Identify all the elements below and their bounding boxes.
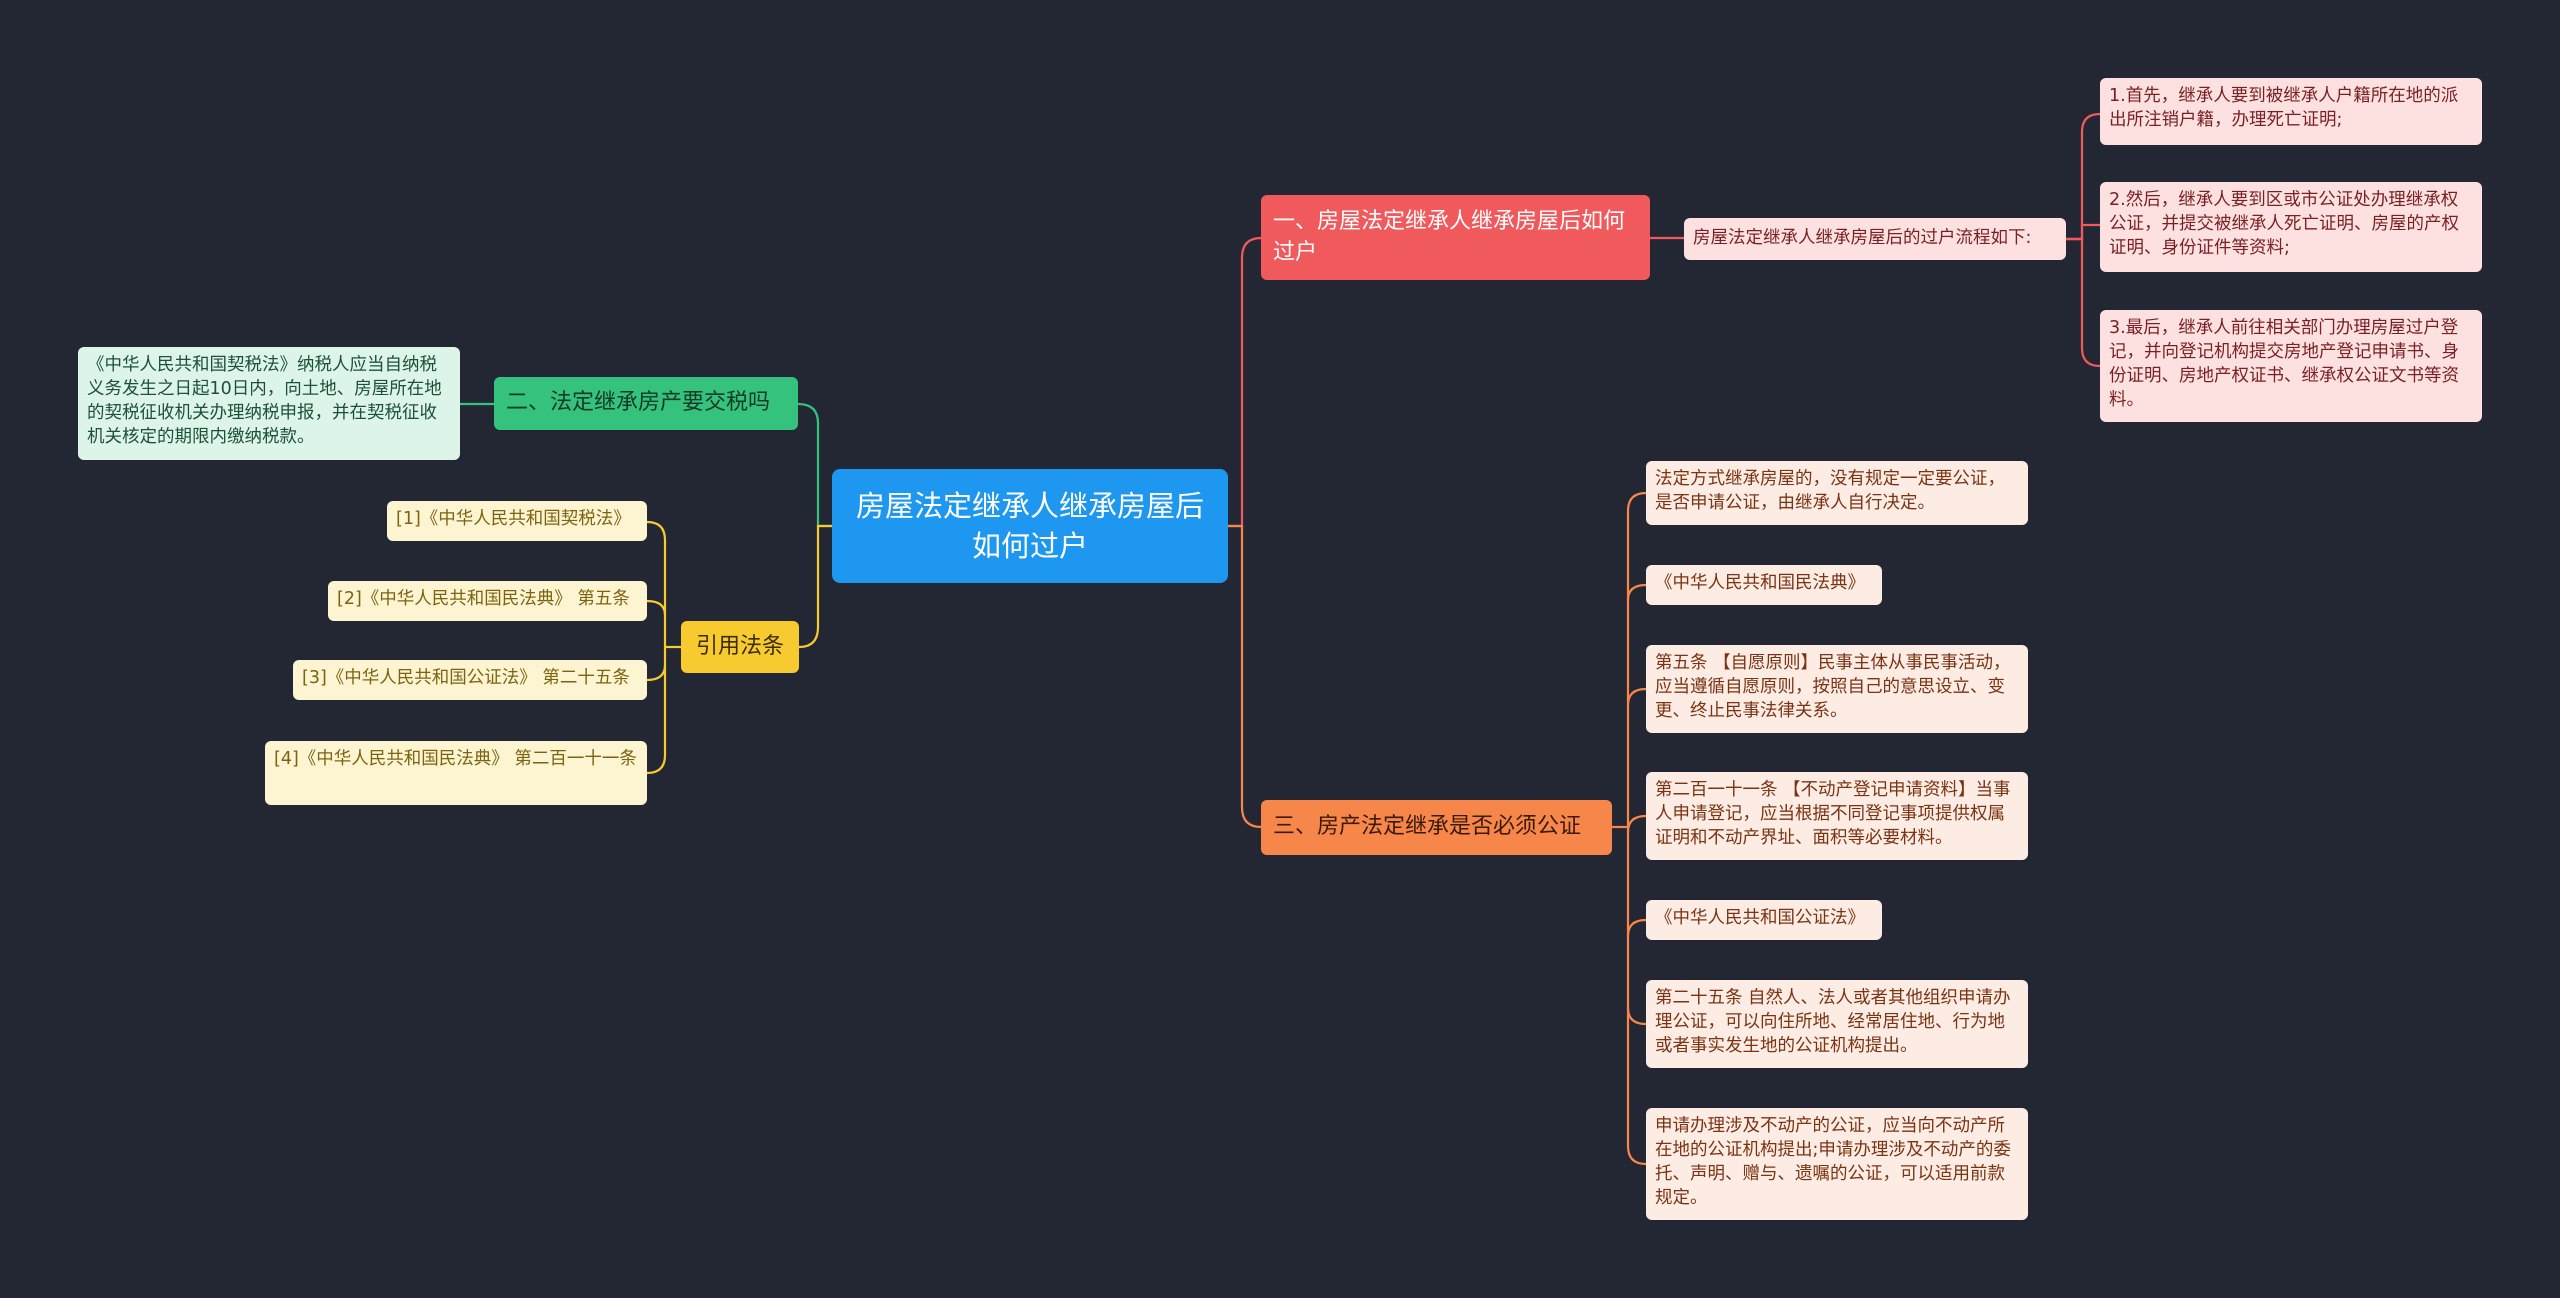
notarization-item-1-text: 法定方式继承房屋的，没有规定一定要公证，是否申请公证，由继承人自行决定。: [1655, 469, 2005, 514]
notarization-item-3[interactable]: 第五条 【自愿原则】民事主体从事民事活动，应当遵循自愿原则，按照自己的意思设立、…: [1646, 645, 2028, 733]
cited-law-3[interactable]: [3]《中华人民共和国公证法》 第二十五条: [293, 660, 647, 700]
cited-law-2-text: [2]《中华人民共和国民法典》 第五条: [337, 589, 630, 609]
transfer-step-2-text: 2.然后，继承人要到区或市公证处办理继承权公证，并提交被继承人死亡证明、房屋的产…: [2109, 190, 2459, 259]
cited-law-3-text: [3]《中华人民共和国公证法》 第二十五条: [302, 668, 630, 688]
branch-transfer-process[interactable]: 一、房屋法定继承人继承房屋后如何过户: [1261, 195, 1650, 280]
cited-law-2[interactable]: [2]《中华人民共和国民法典》 第五条: [328, 581, 647, 621]
link-branch3-item7: [1626, 1008, 1647, 1166]
transfer-step-1[interactable]: 1.首先，继承人要到被继承人户籍所在地的派出所注销户籍，办理死亡证明;: [2100, 78, 2482, 145]
link-summary-step1: [2066, 112, 2101, 241]
notarization-item-4[interactable]: 第二百一十一条 【不动产登记申请资料】当事人申请登记，应当根据不同登记事项提供权…: [1646, 772, 2028, 860]
inheritance-tax-detail[interactable]: 《中华人民共和国契税法》纳税人应当自纳税义务发生之日起10日内，向土地、房屋所在…: [78, 347, 460, 460]
cited-law-4-text: [4]《中华人民共和国民法典》 第二百一十一条: [274, 749, 637, 769]
link-summary-step3: [2066, 237, 2101, 368]
branch-inheritance-tax-label: 二、法定继承房产要交税吗: [506, 390, 771, 416]
branch-notarization-label: 三、房产法定继承是否必须公证: [1273, 814, 1582, 840]
branch-transfer-process-label: 一、房屋法定继承人继承房屋后如何过户: [1273, 209, 1626, 265]
link-branch3-item1: [1626, 491, 1647, 827]
notarization-item-4-text: 第二百一十一条 【不动产登记申请资料】当事人申请登记，应当根据不同登记事项提供权…: [1655, 780, 2011, 849]
transfer-step-1-text: 1.首先，继承人要到被继承人户籍所在地的派出所注销户籍，办理死亡证明;: [2109, 86, 2459, 131]
cited-law-4[interactable]: [4]《中华人民共和国民法典》 第二百一十一条: [265, 741, 647, 805]
link-branch4-item4: [646, 647, 667, 775]
link-root-branch1: [1228, 236, 1262, 528]
cited-law-1-text: [1]《中华人民共和国契税法》: [396, 509, 631, 529]
notarization-item-5-text: 《中华人民共和国公证法》: [1655, 908, 1865, 928]
notarization-item-6[interactable]: 第二十五条 自然人、法人或者其他组织申请办理公证，可以向住所地、经常居住地、行为…: [1646, 980, 2028, 1068]
branch-inheritance-tax[interactable]: 二、法定继承房产要交税吗: [494, 377, 798, 430]
transfer-process-summary-text: 房屋法定继承人继承房屋后的过户流程如下:: [1693, 228, 2032, 248]
link-branch3-item5: [1626, 918, 1647, 937]
notarization-item-2[interactable]: 《中华人民共和国民法典》: [1646, 565, 1882, 605]
notarization-item-2-text: 《中华人民共和国民法典》: [1655, 573, 1865, 593]
branch-cited-laws-label: 引用法条: [695, 633, 784, 659]
transfer-step-3-text: 3.最后，继承人前往相关部门办理房屋过户登记，并向登记机构提交房地产登记申请书、…: [2109, 318, 2459, 411]
link-branch4-item2: [646, 599, 667, 616]
link-branch3-item2: [1626, 583, 1647, 601]
link-branch3-item4: [1626, 814, 1647, 833]
link-summary-step2: [2066, 223, 2100, 241]
notarization-item-3-text: 第五条 【自愿原则】民事主体从事民事活动，应当遵循自愿原则，按照自己的意思设立、…: [1655, 653, 2011, 722]
notarization-item-6-text: 第二十五条 自然人、法人或者其他组织申请办理公证，可以向住所地、经常居住地、行为…: [1655, 988, 2011, 1057]
branch-notarization[interactable]: 三、房产法定继承是否必须公证: [1261, 800, 1612, 855]
branch-cited-laws[interactable]: 引用法条: [681, 621, 799, 673]
transfer-step-2[interactable]: 2.然后，继承人要到区或市公证处办理继承权公证，并提交被继承人死亡证明、房屋的产…: [2100, 182, 2482, 272]
link-root-branch3: [1228, 524, 1262, 829]
transfer-process-summary[interactable]: 房屋法定继承人继承房屋后的过户流程如下:: [1684, 218, 2066, 260]
root-topic-label: 房屋法定继承人继承房屋后如何过户: [855, 488, 1204, 563]
link-root-branch2: [797, 402, 832, 528]
link-branch4-item1: [646, 520, 667, 647]
notarization-item-7[interactable]: 申请办理涉及不动产的公证，应当向不动产所在地的公证机构提出;申请办理涉及不动产的…: [1646, 1108, 2028, 1220]
root-topic[interactable]: 房屋法定继承人继承房屋后如何过户: [832, 469, 1228, 583]
link-branch4-item3: [646, 664, 667, 682]
notarization-item-7-text: 申请办理涉及不动产的公证，应当向不动产所在地的公证机构提出;申请办理涉及不动产的…: [1655, 1116, 2011, 1209]
link-branch3-item3: [1626, 687, 1647, 706]
link-root-branch4: [798, 524, 832, 649]
notarization-item-5[interactable]: 《中华人民共和国公证法》: [1646, 900, 1882, 940]
inheritance-tax-detail-text: 《中华人民共和国契税法》纳税人应当自纳税义务发生之日起10日内，向土地、房屋所在…: [87, 355, 442, 448]
transfer-step-3[interactable]: 3.最后，继承人前往相关部门办理房屋过户登记，并向登记机构提交房地产登记申请书、…: [2100, 310, 2482, 422]
notarization-item-1[interactable]: 法定方式继承房屋的，没有规定一定要公证，是否申请公证，由继承人自行决定。: [1646, 461, 2028, 525]
cited-law-1[interactable]: [1]《中华人民共和国契税法》: [387, 501, 647, 541]
